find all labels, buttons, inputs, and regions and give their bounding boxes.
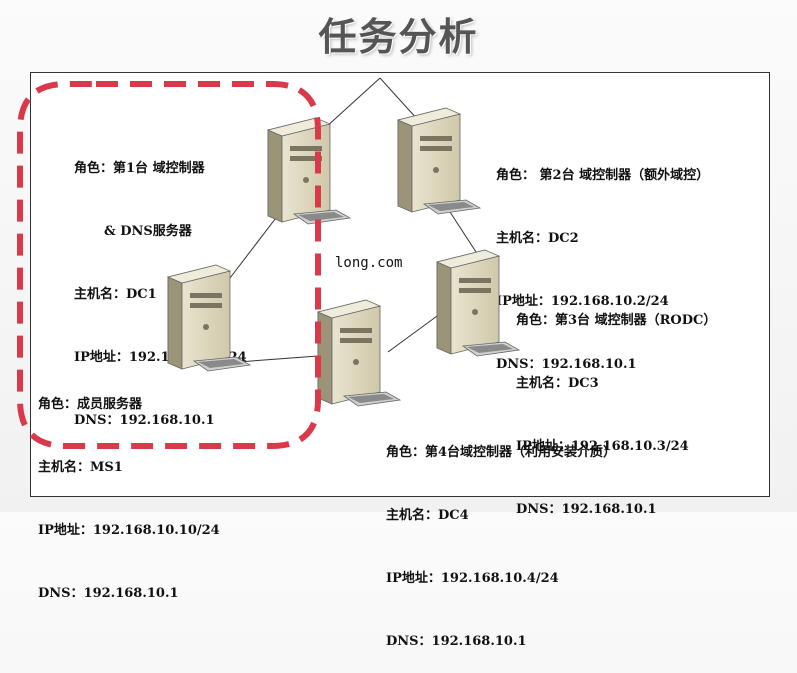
server-icon-dc2 xyxy=(397,107,481,215)
link-lines xyxy=(229,77,479,363)
server-icon-dc1 xyxy=(267,117,351,225)
page-title: 任务分析 xyxy=(318,15,479,59)
server-icon-dc4 xyxy=(317,299,401,407)
network-diagram xyxy=(17,77,520,449)
server-icon-ms1 xyxy=(167,264,251,372)
domain-label: long.com xyxy=(335,255,403,271)
server-icon-dc3 xyxy=(436,249,520,357)
highlight-dashed-border xyxy=(17,81,321,449)
node-label-dc2: 角色： 第2台 域控制器（额外域控） 主机名：DC2 IP地址：192.168.… xyxy=(496,168,710,372)
